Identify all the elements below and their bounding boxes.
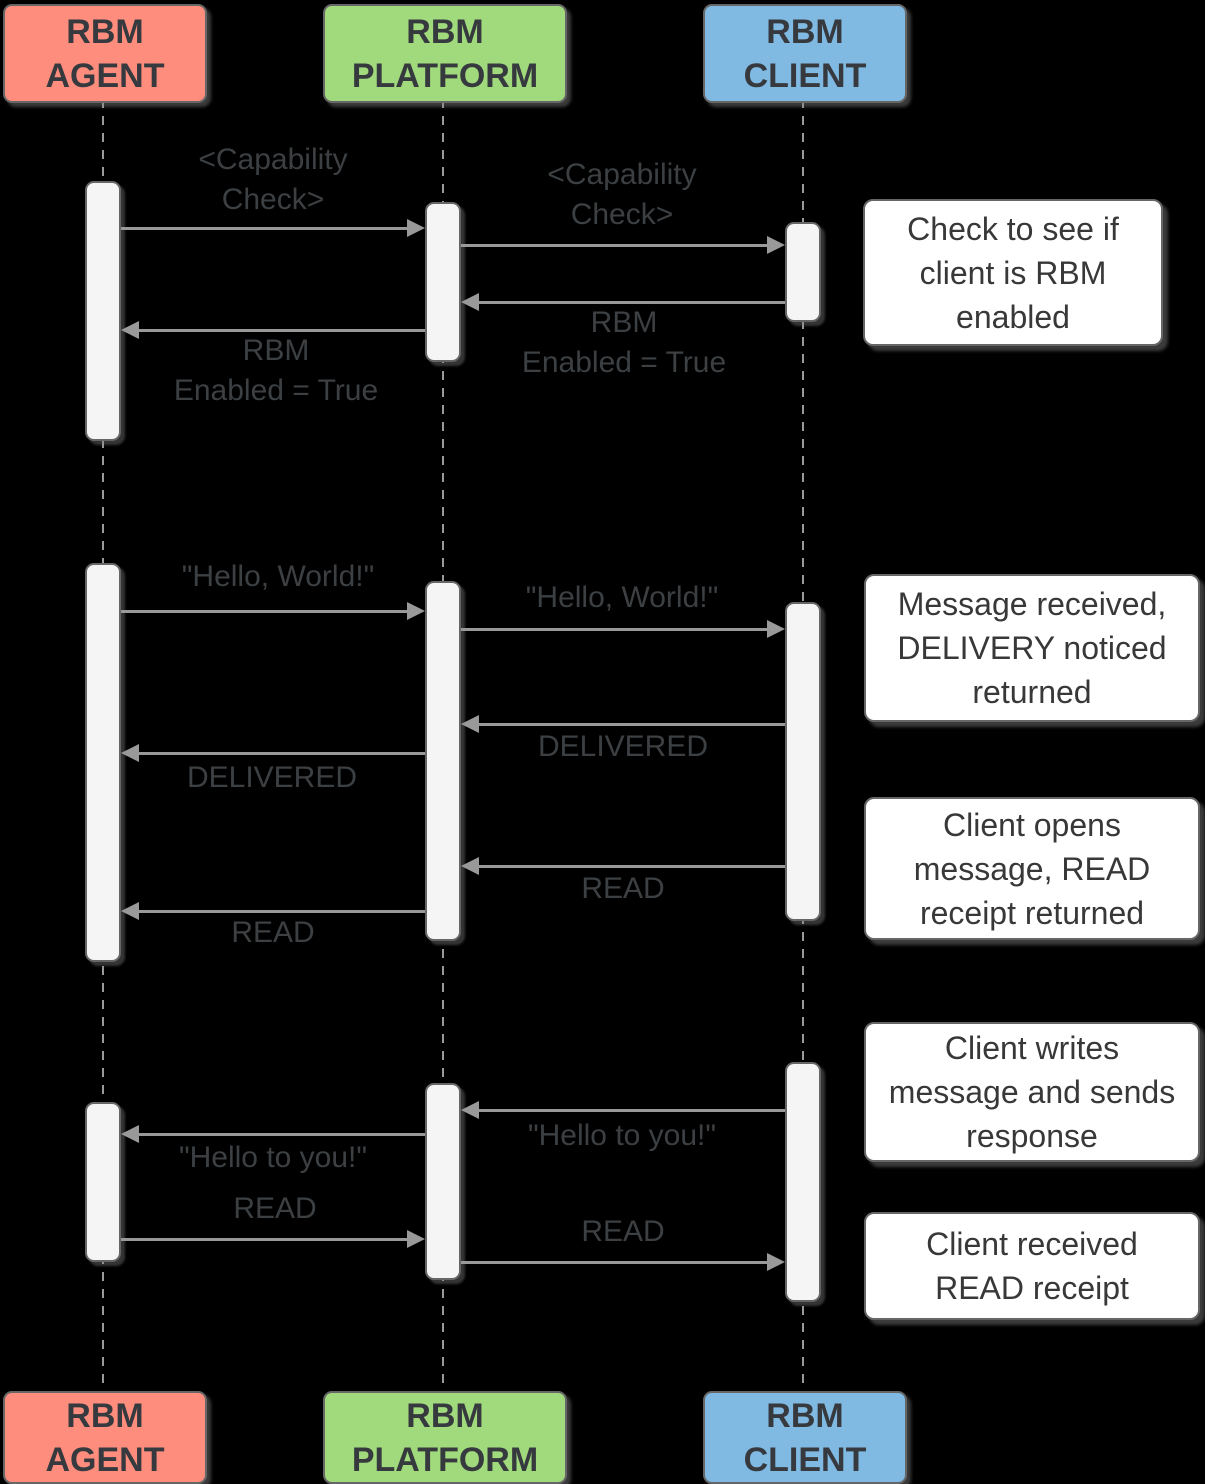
message-label: "Hello to you!": [178, 1141, 368, 1174]
actor-box-rbm-platform-top: RBM PLATFORM: [323, 4, 567, 103]
message-arrow-capability-check-1: [121, 219, 425, 237]
message-arrow-capability-check-2: [461, 236, 785, 254]
activation-bar-client-3: [785, 1062, 821, 1302]
actor-box-rbm-client-top: RBM CLIENT: [703, 4, 907, 103]
arrowhead-left-icon: [121, 744, 139, 762]
message-arrow-rbm-enabled-2: [121, 321, 425, 339]
activation-bar-agent-2: [85, 563, 121, 962]
message-label: READ: [233, 1192, 317, 1225]
arrowhead-right-icon: [407, 219, 425, 237]
activation-bar-agent-3: [85, 1102, 121, 1262]
activation-bar-client-1: [785, 222, 821, 322]
note-box-response: Client writes message and sends response: [864, 1022, 1200, 1162]
note-box-delivery: Message received, DELIVERY noticed retur…: [864, 574, 1200, 722]
message-arrow-hello-to-you-2: [121, 1125, 425, 1143]
message-label: "Hello, World!": [181, 560, 375, 593]
arrowhead-right-icon: [407, 602, 425, 620]
note-box-read-receipt: Client received READ receipt: [864, 1212, 1200, 1320]
arrowhead-left-icon: [121, 321, 139, 339]
message-label: READ: [581, 1215, 665, 1248]
message-arrow-read-1: [461, 857, 785, 875]
arrowhead-left-icon: [121, 1125, 139, 1143]
message-arrow-hello-to-you-1: [461, 1101, 785, 1119]
message-arrow-hello-world-1: [121, 602, 425, 620]
message-arrow-delivered-2: [121, 744, 425, 762]
arrowhead-right-icon: [407, 1230, 425, 1248]
arrowhead-left-icon: [461, 715, 479, 733]
arrowhead-left-icon: [461, 857, 479, 875]
message-label: <Capability Check>: [547, 158, 697, 231]
message-arrow-read-2: [121, 902, 425, 920]
activation-bar-platform-3: [425, 1083, 461, 1280]
arrowhead-right-icon: [767, 236, 785, 254]
message-arrow-delivered-1: [461, 715, 785, 733]
message-arrow-rbm-enabled-1: [461, 293, 785, 311]
message-label: READ: [231, 916, 315, 949]
message-arrow-read-3: [121, 1230, 425, 1248]
message-arrow-hello-world-2: [461, 620, 785, 638]
message-label: RBM Enabled = True: [173, 334, 379, 407]
note-box-read: Client opens message, READ receipt retur…: [864, 797, 1200, 940]
message-label: "Hello to you!": [527, 1119, 717, 1152]
actor-box-rbm-platform-bottom: RBM PLATFORM: [323, 1391, 567, 1484]
message-label: DELIVERED: [537, 730, 709, 763]
message-label: DELIVERED: [186, 761, 358, 794]
message-label: RBM Enabled = True: [521, 306, 727, 379]
activation-bar-agent-1: [85, 181, 121, 441]
message-arrow-read-4: [461, 1253, 785, 1271]
actor-box-rbm-client-bottom: RBM CLIENT: [703, 1391, 907, 1484]
activation-bar-platform-2: [425, 581, 461, 941]
arrowhead-left-icon: [121, 902, 139, 920]
message-label: <Capability Check>: [198, 143, 348, 216]
note-box-capability: Check to see if client is RBM enabled: [863, 199, 1163, 346]
arrowhead-left-icon: [461, 293, 479, 311]
activation-bar-client-2: [785, 602, 821, 921]
message-label: READ: [581, 872, 665, 905]
arrowhead-right-icon: [767, 1253, 785, 1271]
activation-bar-platform-1: [425, 202, 461, 362]
message-label: "Hello, World!": [525, 581, 719, 614]
actor-box-rbm-agent-top: RBM AGENT: [3, 4, 207, 103]
actor-box-rbm-agent-bottom: RBM AGENT: [3, 1391, 207, 1484]
arrowhead-left-icon: [461, 1101, 479, 1119]
arrowhead-right-icon: [767, 620, 785, 638]
